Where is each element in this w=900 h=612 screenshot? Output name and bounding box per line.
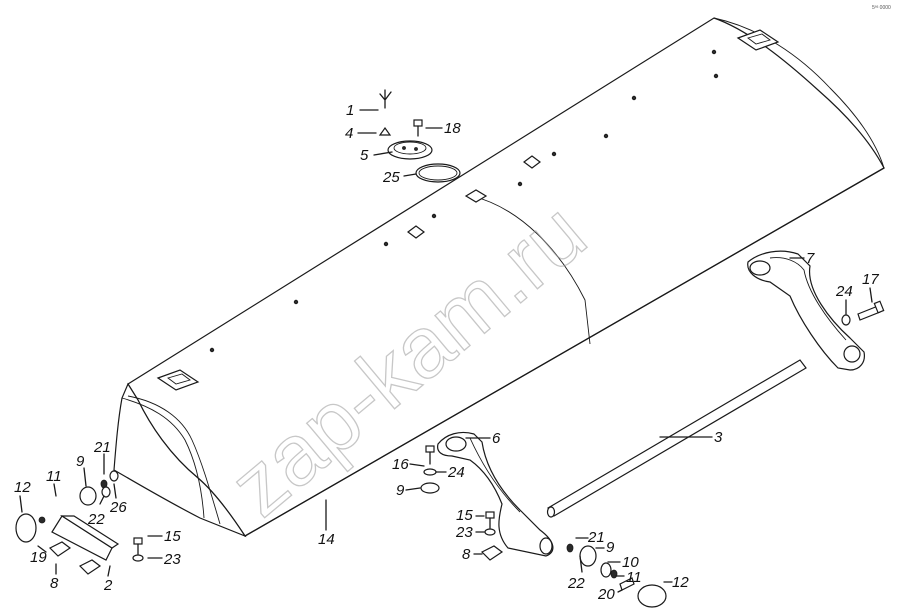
spacer-part-9-center	[420, 482, 440, 494]
clip-part-8-center	[480, 545, 504, 561]
bolt-part-18	[413, 119, 423, 137]
washer-part-23-center	[484, 528, 496, 536]
callout-12-right: 12	[672, 574, 689, 591]
callout-17: 17	[862, 271, 879, 288]
callout-15-center: 15	[456, 507, 473, 524]
callout-18: 18	[444, 120, 461, 137]
cap-part-12-left	[15, 513, 37, 543]
gasket-part-25	[415, 163, 461, 183]
callout-5: 5	[360, 147, 369, 164]
washer-part-23-left	[132, 554, 144, 562]
cap-part-12-right	[637, 584, 667, 608]
callout-labels: 1 4 5 25 18 7 24 17 6 3 16 24 9 14 15 23…	[14, 102, 879, 603]
leader-lines	[19, 109, 873, 593]
callout-22-left: 22	[87, 511, 105, 528]
mounting-pad-front	[156, 369, 200, 391]
clip-part-19	[48, 541, 72, 557]
callout-10: 10	[622, 554, 639, 571]
breather-assembly	[378, 89, 461, 183]
washer-part-24-center	[423, 468, 437, 476]
ridge-tab-2	[464, 189, 488, 203]
callout-2: 2	[103, 577, 113, 594]
callout-22-right: 22	[567, 575, 585, 592]
callout-20: 20	[597, 586, 615, 603]
callout-8-center: 8	[462, 546, 471, 563]
ridge-tab-1	[407, 225, 425, 239]
callout-11-right: 11	[626, 569, 642, 586]
callout-8-left: 8	[50, 575, 59, 592]
corner-code: 5ª³ 0000	[872, 5, 891, 11]
callout-23-left: 23	[163, 551, 181, 568]
callout-16: 16	[392, 456, 409, 473]
callout-12-left: 12	[14, 479, 31, 496]
callout-24-center: 24	[447, 464, 465, 481]
mounting-pad-rear	[736, 29, 780, 51]
bolt-part-17	[857, 300, 885, 321]
plug-part-4	[378, 126, 392, 136]
bracket-part-7	[747, 250, 865, 371]
bolt-part-15-left	[133, 537, 143, 555]
rod-part-3	[546, 359, 807, 518]
bracket-part-6	[437, 431, 554, 557]
bolt-part-15-center	[485, 511, 495, 529]
cover-plate-part-5	[387, 140, 433, 160]
callout-7: 7	[806, 250, 815, 267]
callout-23-center: 23	[455, 524, 473, 541]
callout-26: 26	[109, 499, 127, 516]
callout-14: 14	[318, 531, 335, 548]
housing-holes	[209, 49, 719, 353]
fastener-stack-left	[15, 470, 119, 543]
breather-part-1	[379, 89, 392, 109]
callout-11-left: 11	[46, 468, 62, 485]
callout-1: 1	[346, 102, 354, 119]
housing-body	[113, 17, 885, 538]
callout-24-right: 24	[835, 283, 853, 300]
bolt-part-16	[425, 445, 435, 465]
callout-9-right: 9	[606, 539, 615, 556]
callout-4: 4	[345, 125, 353, 142]
fastener-stack-right	[566, 543, 667, 608]
callout-3: 3	[714, 429, 723, 446]
clip-part-8-left	[78, 559, 102, 575]
ridge-tab-3	[523, 155, 541, 169]
washer-part-24-right	[841, 314, 851, 326]
callout-15-left: 15	[164, 528, 181, 545]
callout-6: 6	[492, 430, 501, 447]
callout-9-left: 9	[76, 453, 85, 470]
callout-19: 19	[30, 549, 47, 566]
callout-25: 25	[382, 169, 400, 186]
callout-21-right: 21	[587, 529, 605, 546]
bracket-part-2	[51, 515, 120, 561]
callout-21-left: 21	[93, 439, 111, 456]
callout-9-center: 9	[396, 482, 405, 499]
